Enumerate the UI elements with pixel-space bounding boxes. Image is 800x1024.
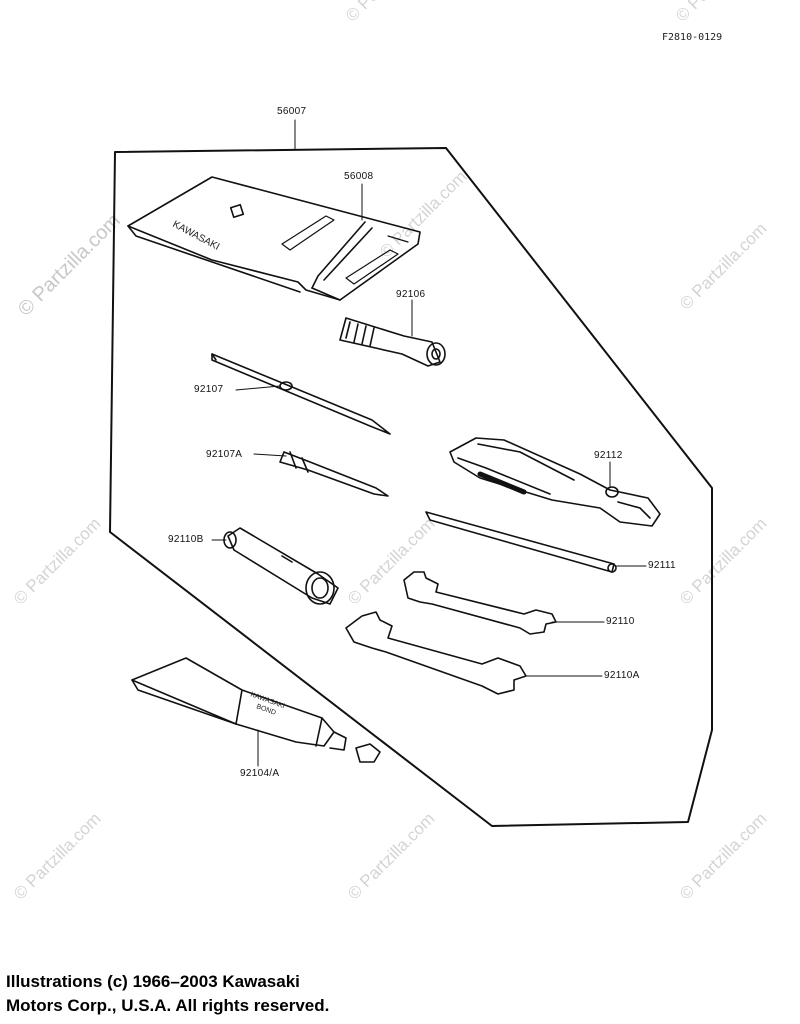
kit-outline	[109, 147, 713, 827]
part-label-bar: 92111	[648, 560, 676, 571]
part-label-box-wrench: 92110B	[168, 534, 204, 545]
copyright-line-1: Illustrations (c) 1966–2003 Kawasaki	[6, 972, 300, 991]
screwdriver-a	[253, 451, 389, 497]
part-label-screwdriver-a: 92107A	[206, 449, 243, 460]
tommy-bar	[425, 511, 647, 573]
screwdriver-handle	[339, 299, 446, 367]
part-label-bond: 92104/A	[240, 768, 280, 779]
part-label-pliers: 92112	[594, 450, 623, 461]
box-wrench	[211, 527, 339, 605]
tool-bag	[127, 176, 421, 301]
part-label-handle: 92106	[396, 289, 426, 300]
screwdriver	[211, 353, 391, 435]
part-label-wrench: 92110	[606, 616, 635, 627]
bag-brand-text: KAWASAKI	[171, 219, 222, 253]
open-end-wrench-a	[345, 611, 603, 695]
document-code: F2810-0129	[662, 32, 723, 43]
part-label-bag: 56008	[344, 171, 374, 182]
pliers	[449, 437, 661, 527]
part-label-wrench-a: 92110A	[604, 670, 640, 681]
copyright-line-2: Motors Corp., U.S.A. All rights reserved…	[6, 996, 330, 1015]
part-label-screwdriver: 92107	[194, 384, 224, 395]
open-end-wrench	[403, 571, 605, 635]
part-label-kit: 56007	[277, 106, 307, 117]
bond-tube	[131, 657, 381, 767]
